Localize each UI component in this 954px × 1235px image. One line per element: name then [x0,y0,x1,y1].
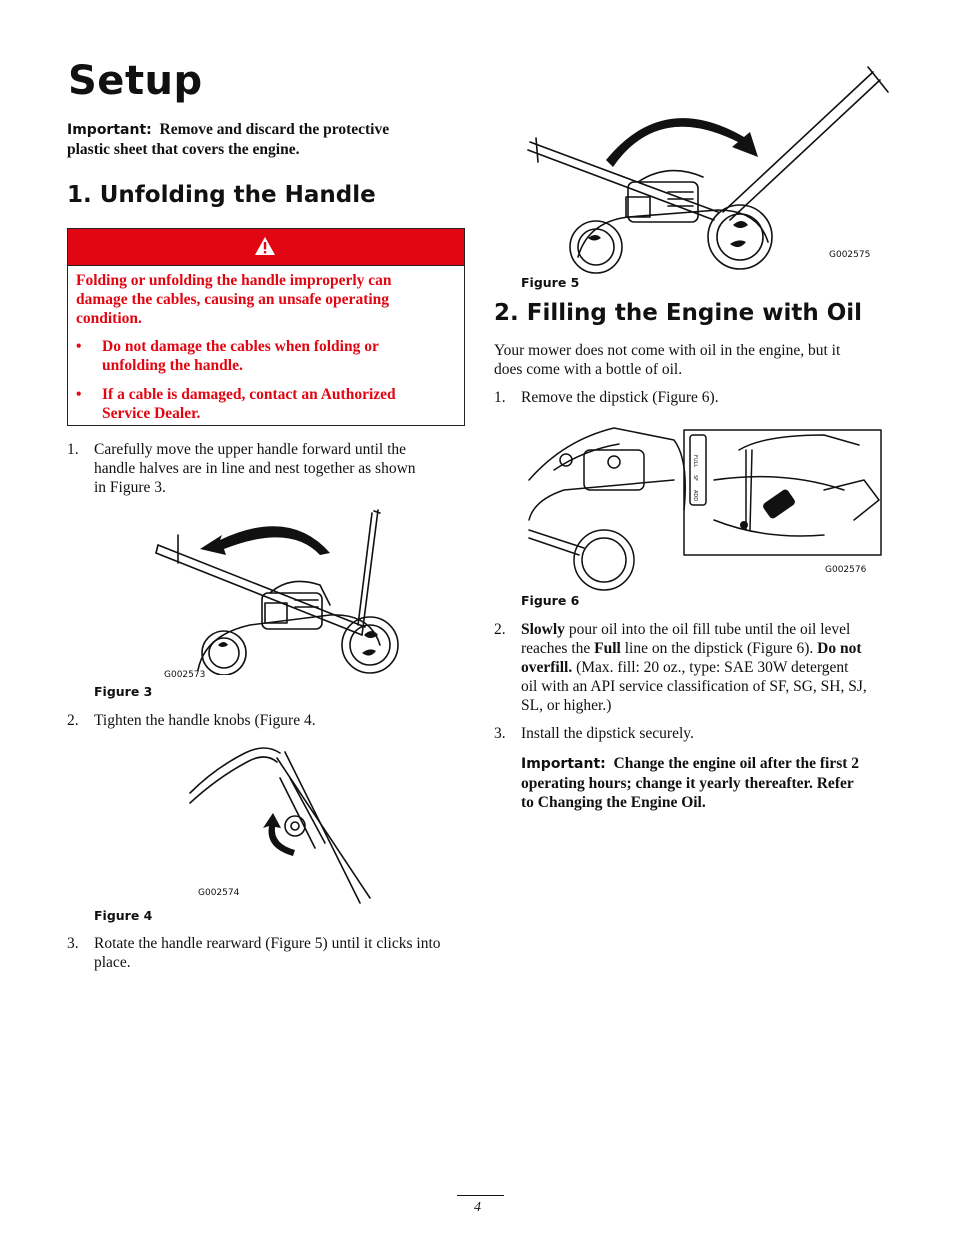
figure5-code: G002575 [829,250,871,260]
important-label: Important: [67,122,152,138]
figure6-caption: Figure 6 [521,593,580,608]
warning-header [68,229,464,266]
warning-paragraph: Folding or unfolding the handle improper… [76,272,392,327]
intro-text-line2: plastic sheet that covers the engine. [67,141,300,158]
dipstick-add-label: ADD [692,490,698,501]
figure4-handle-knob-illustration [189,747,371,904]
intro-text-line1: Remove and discard the protective [159,121,390,138]
important-label-2: Important: [521,756,606,772]
figure4-caption: Figure 4 [94,908,153,923]
warning-triangle-icon [255,237,275,255]
figure3-code: G002573 [164,670,206,680]
section2-important: Important: Change the engine oil after t… [521,755,860,811]
warning-box: Folding or unfolding the handle improper… [67,228,465,426]
section2-intro: Your mower does not come with oil in the… [494,342,841,378]
page-number-rule [457,1195,504,1196]
dipstick-full-label: FULL [692,455,698,467]
figure3-caption: Figure 3 [94,684,153,699]
section2-heading: 2. Filling the Engine with Oil [494,300,863,326]
page-number: 4 [474,1200,481,1215]
figure5-caption: Figure 5 [521,275,580,290]
page-title: Setup [68,58,203,104]
figure5-mower-illustration [527,66,889,274]
figure6-dipstick-illustration: FULL SF ADD [528,427,882,591]
figure6-code: G002576 [825,565,867,575]
section1-heading: 1. Unfolding the Handle [67,182,376,208]
figure4-code: G002574 [198,888,240,898]
intro-important: Important: Remove and discard the protec… [67,120,389,159]
figure3-mower-illustration [155,509,399,675]
dipstick-sf-label: SF [692,475,698,481]
